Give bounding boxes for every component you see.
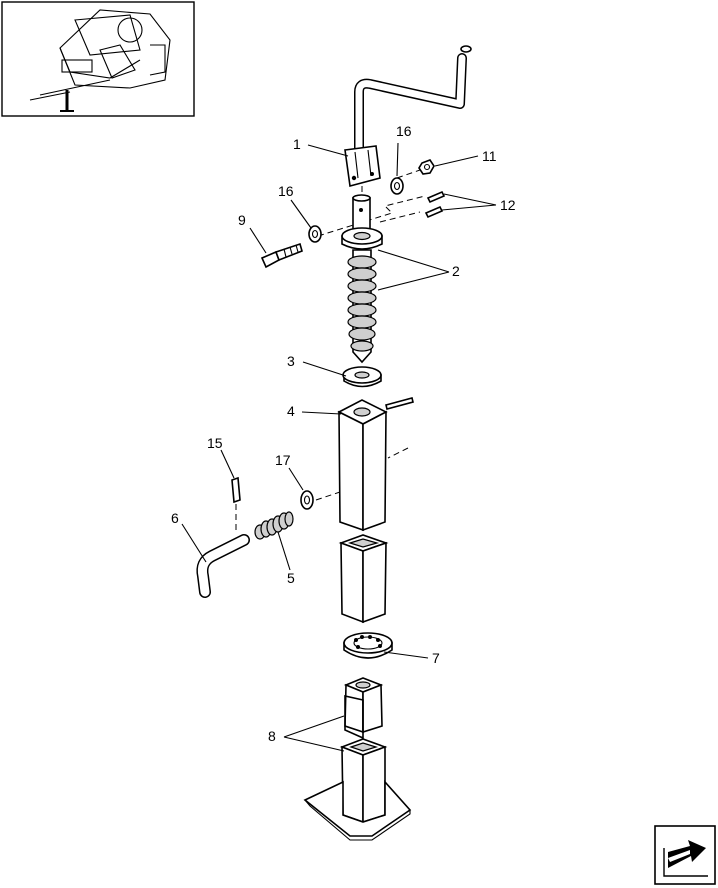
leader-lines xyxy=(181,142,497,752)
crank-handle xyxy=(354,45,472,155)
spring-part-5 xyxy=(254,511,294,540)
thrust-washer-part-3 xyxy=(342,366,382,388)
lead-screw-part-2 xyxy=(347,249,377,364)
nut-part-11 xyxy=(418,159,435,175)
callout-9: 9 xyxy=(238,212,246,228)
callout-2: 2 xyxy=(452,263,460,279)
assembly-line-side xyxy=(315,491,341,501)
washer-part-17 xyxy=(300,490,314,510)
inner-tube-middle xyxy=(338,534,389,624)
nut-tube-part-8 xyxy=(343,677,384,740)
assembly-line-tube-pin xyxy=(387,447,409,459)
callout-5: 5 xyxy=(287,570,295,586)
screw-collar xyxy=(341,227,383,250)
machine-location-thumbnail xyxy=(1,1,195,117)
roll-pins-part-12 xyxy=(424,190,446,219)
callout-1: 1 xyxy=(293,136,301,152)
foot-tube-part-8 xyxy=(303,738,412,841)
callout-16-upper: 16 xyxy=(396,123,412,139)
washer-part-16-lower xyxy=(308,225,322,243)
assembly-line-upper-2 xyxy=(379,211,421,223)
lock-pin-part-6 xyxy=(196,534,250,598)
assembly-line-nut xyxy=(396,169,421,179)
bolt-part-9 xyxy=(260,242,303,269)
washer-part-16-upper xyxy=(390,177,404,195)
callout-8: 8 xyxy=(268,728,276,744)
next-page-arrow-icon[interactable] xyxy=(654,825,716,885)
callout-16-lower: 16 xyxy=(278,183,294,199)
callout-11: 11 xyxy=(482,148,497,164)
bearing-part-7 xyxy=(343,632,393,659)
callout-15: 15 xyxy=(207,435,223,451)
outer-tube-part-4 xyxy=(337,397,414,532)
pin-part-15 xyxy=(231,476,241,504)
assembly-line-upper xyxy=(317,195,426,237)
callout-6: 6 xyxy=(171,510,179,526)
callout-12: 12 xyxy=(500,197,516,213)
callout-4: 4 xyxy=(287,403,295,419)
callout-17: 17 xyxy=(275,452,291,468)
shaft-pin xyxy=(352,194,371,231)
callout-7: 7 xyxy=(432,650,440,666)
callout-3: 3 xyxy=(287,353,295,369)
clevis-part-1 xyxy=(344,145,381,188)
